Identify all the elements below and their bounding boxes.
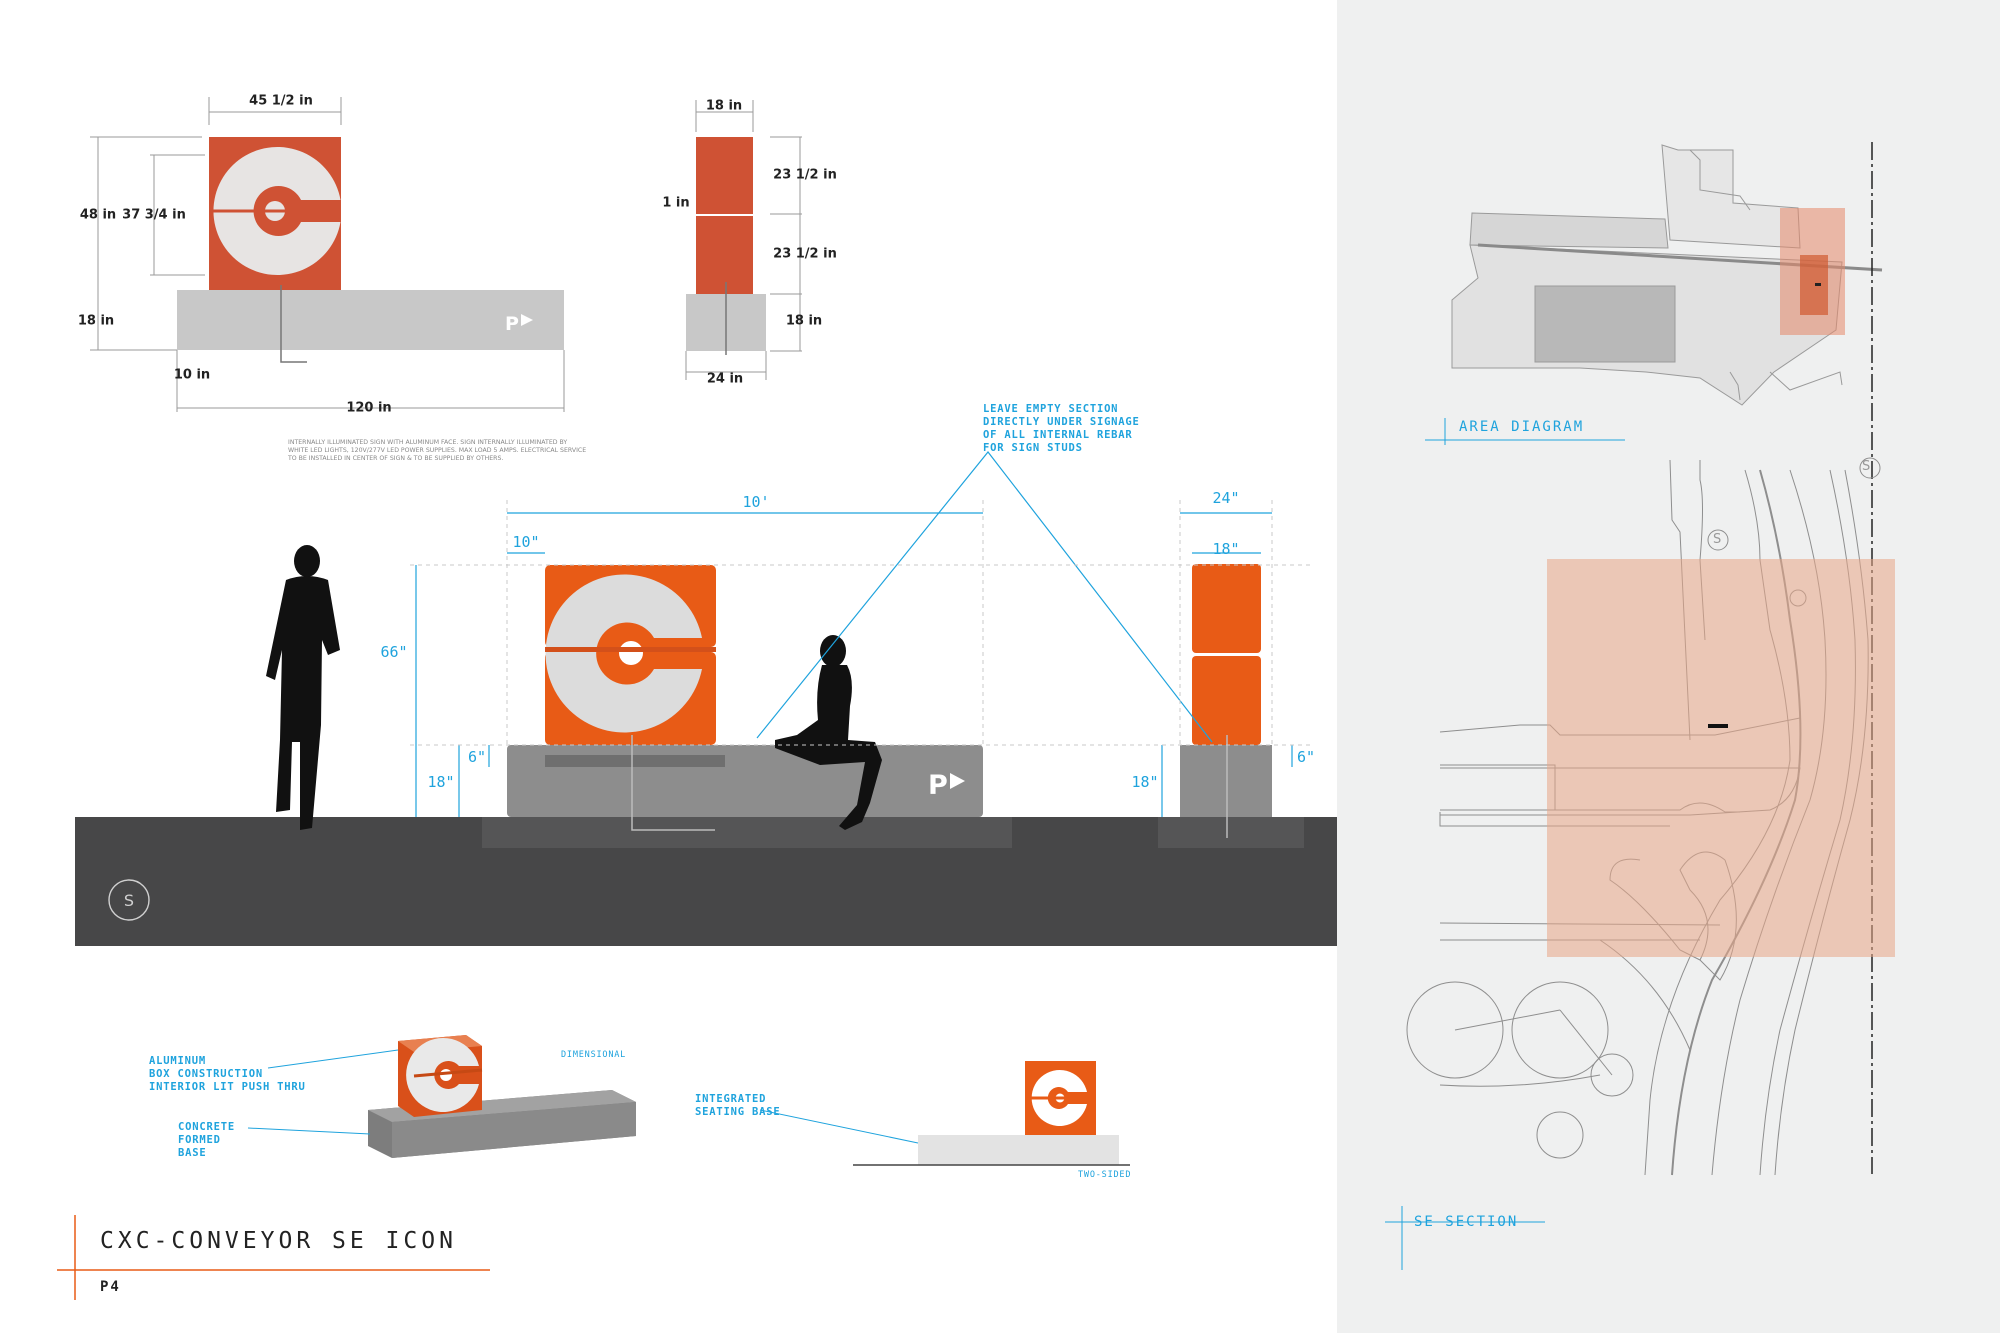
dim-side-upper: 23 1/2 in xyxy=(773,167,837,183)
embed-zone xyxy=(545,755,725,767)
section-marker-mid: S xyxy=(1713,532,1722,547)
area-diagram-map xyxy=(1425,142,1883,1174)
side-upper-panel xyxy=(696,137,753,214)
area-diagram-label: AREA DIAGRAM xyxy=(1459,419,1585,435)
dim-side-width: 18 in xyxy=(705,98,743,114)
dim-side-base-width: 24 in xyxy=(706,371,744,387)
front-parking-arrow-icon xyxy=(521,314,533,326)
front-anchor-rod xyxy=(280,285,307,363)
section-marker-north: S xyxy=(1862,459,1871,474)
se-section-map xyxy=(1385,457,1895,1270)
dim-side-elev-seat: 18" xyxy=(1131,773,1159,791)
se-highlight-zone xyxy=(1547,559,1895,957)
footing-main xyxy=(482,817,1012,848)
dim-side-elev-sign: 18" xyxy=(1212,540,1240,558)
dim-front-width: 45 1/2 in xyxy=(249,93,313,109)
flat-view xyxy=(853,1061,1130,1166)
side-dimension-lines xyxy=(685,100,802,380)
elevation-parking-glyph: P xyxy=(928,770,948,801)
ground-section-symbol-icon xyxy=(108,879,150,921)
se-section-label: SE SECTION xyxy=(1414,1214,1519,1230)
page-number: P4 xyxy=(100,1279,121,1295)
elevation-c-logo-icon xyxy=(545,574,716,733)
front-dimension-lines xyxy=(90,97,565,412)
elevation-parking-arrow-icon xyxy=(950,773,965,789)
dim-side-lower: 23 1/2 in xyxy=(773,246,837,262)
isometric-view xyxy=(368,1035,636,1158)
footing-side xyxy=(1158,817,1304,848)
elevation-anchor-rod xyxy=(631,735,715,831)
side-lower-panel xyxy=(696,216,753,294)
dim-elev-total: 10' xyxy=(742,493,770,511)
front-base xyxy=(177,290,564,350)
dimensional-label: DIMENSIONAL xyxy=(561,1050,627,1060)
ground-section-symbol: S xyxy=(124,891,134,910)
concrete-callout: CONCRETE FORMED BASE xyxy=(178,1121,235,1159)
aluminum-callout: ALUMINUM BOX CONSTRUCTION INTERIOR LIT P… xyxy=(149,1055,306,1093)
seating-callout: INTEGRATED SEATING BASE xyxy=(695,1093,781,1118)
woman-silhouette-icon xyxy=(775,635,882,830)
dim-front-inner: 37 3/4 in xyxy=(122,207,186,223)
front-c-logo-icon xyxy=(209,147,341,275)
side-view-drawing xyxy=(685,100,802,380)
dim-front-base: 18 in xyxy=(77,313,115,329)
flat-c-logo-icon xyxy=(1031,1070,1087,1126)
elevation-guide-lines xyxy=(410,500,1310,746)
dim-elev-embed: 6" xyxy=(467,748,487,766)
electrical-note: INTERNALLY ILLUMINATED SIGN WITH ALUMINU… xyxy=(288,439,587,462)
dim-front-total: 120 in xyxy=(346,400,392,416)
elevation-dimension-lines xyxy=(415,451,1293,817)
iso-leader-lines xyxy=(247,1049,919,1144)
dim-side-elev-base: 24" xyxy=(1212,489,1240,507)
dim-side-elev-embed: 6" xyxy=(1296,748,1316,766)
sheet-title: CXC-CONVEYOR SE ICON xyxy=(100,1228,457,1254)
dim-elev-offset: 10" xyxy=(512,533,540,551)
dim-front-height: 48 in xyxy=(79,207,117,223)
side-upper-cube xyxy=(1192,564,1261,653)
rebar-callout: LEAVE EMPTY SECTION DIRECTLY UNDER SIGNA… xyxy=(983,403,1140,454)
dim-side-gap: 1 in xyxy=(662,195,690,211)
side-seat-base xyxy=(1180,745,1272,817)
dim-front-offset: 10 in xyxy=(173,367,211,383)
front-parking-glyph: P xyxy=(505,313,519,335)
front-view-drawing: P xyxy=(90,97,565,412)
two-sided-label: TWO-SIDED xyxy=(1078,1170,1132,1180)
side-lower-cube xyxy=(1192,656,1261,745)
man-silhouette-icon xyxy=(266,545,340,830)
iso-c-logo-icon xyxy=(406,1038,479,1112)
title-block-lines xyxy=(57,1215,490,1300)
se-sign-location-marker xyxy=(1708,724,1728,728)
elevation-drawing: P xyxy=(108,451,1310,921)
dim-side-base: 18 in xyxy=(785,313,823,329)
dim-elev-height: 66" xyxy=(380,643,408,661)
dim-elev-seat: 18" xyxy=(427,773,455,791)
